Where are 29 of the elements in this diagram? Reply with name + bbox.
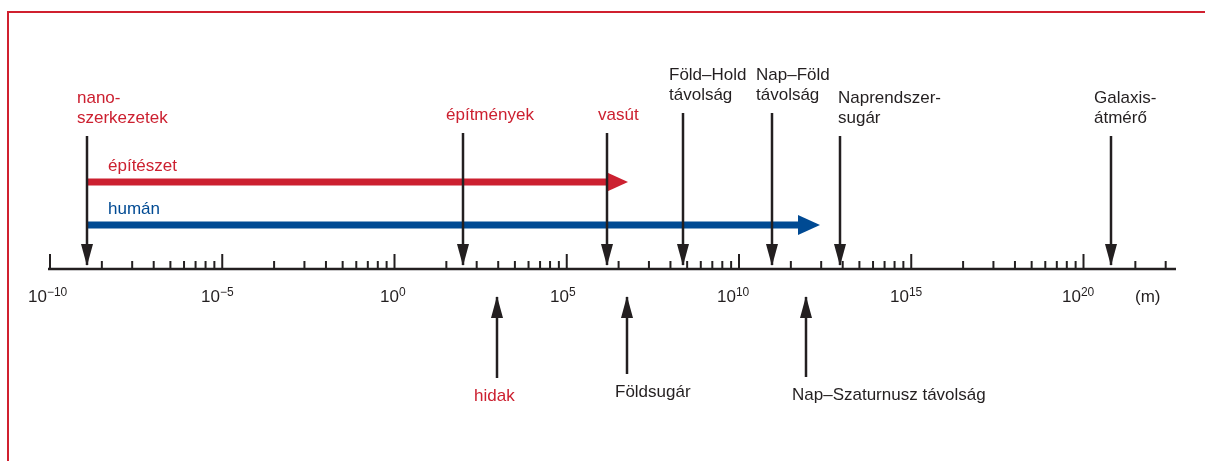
- axis-tick-label: 10$^{0}$: [380, 287, 406, 307]
- scale-label: Nap–Szaturnusz távolság: [792, 385, 986, 405]
- arrow: [601, 133, 613, 266]
- axis-tick-label: 10$^{20}$: [1062, 287, 1095, 307]
- arrow: [1105, 136, 1117, 266]
- arrow: [766, 113, 778, 266]
- axis-tick-label: (m): [1135, 287, 1161, 307]
- arrow: [677, 113, 689, 266]
- scale-label: Föld–Hold távolság: [669, 65, 751, 105]
- scale-label: Naprendszer-sugár: [838, 88, 963, 128]
- scale-label: építmények: [446, 105, 534, 125]
- arrow: [621, 296, 633, 374]
- scale-label: Galaxis-átmérő: [1094, 88, 1174, 128]
- arrow: [834, 136, 846, 266]
- axis-tick-label: 10$^{15}$: [890, 287, 923, 307]
- scale-label: nano-szerkezetek: [77, 88, 197, 128]
- axis-tick-label: 10$^{10}$: [717, 287, 750, 307]
- axis-tick-label: 10$^{5}$: [550, 287, 576, 307]
- scale-label: Földsugár: [615, 382, 691, 402]
- axis-tick-label: 10$^{−10}$: [28, 287, 68, 307]
- range-label: humán: [108, 199, 160, 219]
- arrow: [491, 296, 503, 378]
- range-label: építészet: [108, 156, 177, 176]
- arrow: [457, 133, 469, 266]
- arrow: [800, 296, 812, 377]
- scale-label: vasút: [598, 105, 639, 125]
- axis-tick-label: 10$^{−5}$: [201, 287, 234, 307]
- scale-label: hidak: [474, 386, 515, 406]
- arrow: [81, 136, 93, 266]
